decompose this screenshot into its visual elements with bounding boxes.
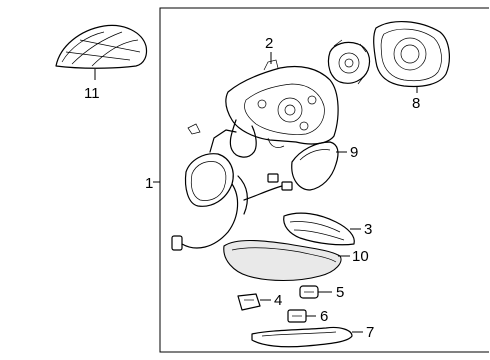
part-9-trim-cover [291,141,347,191]
part-5-clip [299,285,332,299]
callout-7: 7 [366,324,374,341]
assembly-bracket [153,7,489,353]
part-10-lower-cover [223,240,350,281]
part-11-mirror-cover [55,24,148,80]
callout-4: 4 [274,292,282,309]
part-8-mirror-glass [373,21,450,93]
part-4-bracket [237,293,271,311]
callout-3: 3 [364,221,372,238]
callout-5: 5 [336,284,344,301]
callout-10: 10 [352,248,369,265]
callout-11: 11 [84,85,100,102]
part-2-mirror-housing [225,52,339,158]
part-6-connector [287,309,316,323]
part-3-turn-signal-lens [283,212,361,246]
part-2-mirror-motor [327,39,371,85]
callout-8: 8 [412,95,420,112]
callout-2: 2 [265,35,273,52]
part-7-lower-trim-strip [251,326,363,348]
callout-9: 9 [350,144,358,161]
part-1-mirror-base-and-harness [171,123,293,251]
callout-6: 6 [320,308,328,325]
callout-1: 1 [145,175,153,192]
